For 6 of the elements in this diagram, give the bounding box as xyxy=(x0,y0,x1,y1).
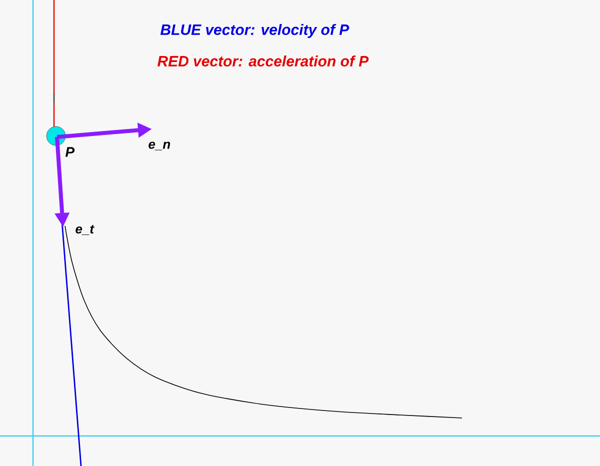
legend-text: RED vector: acceleration of P xyxy=(157,55,369,66)
vector-label: e_t xyxy=(76,224,94,236)
point-label: P xyxy=(65,147,75,157)
vector-label: e_n xyxy=(148,142,170,150)
particle xyxy=(46,126,66,146)
legend-text: BLUE vector: velocity of P xyxy=(160,24,350,38)
